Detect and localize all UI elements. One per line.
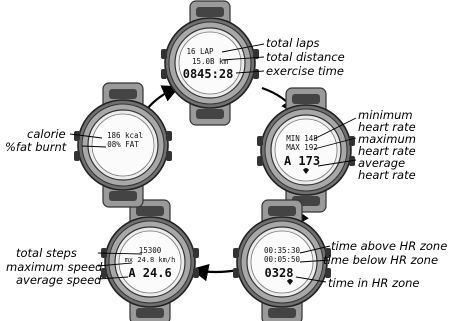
- label-min-heart-rate: heart rate: [358, 120, 416, 134]
- label-total-steps: total steps: [16, 246, 77, 260]
- bottom-left-line-3: A 24.6: [128, 266, 171, 280]
- watch-right: MIN 148 MAX 192 A 173: [256, 87, 356, 213]
- bottom-right-line-2: 00:05:50: [264, 255, 301, 264]
- label-maximum-speed: maximum speed: [6, 260, 103, 274]
- label-time-in-hr-zone: time in HR zone: [328, 276, 420, 290]
- bottom-left-line-1: 15300: [139, 246, 162, 255]
- label-avg-heart-rate: heart rate: [358, 168, 416, 182]
- label-max-heart-rate: heart rate: [358, 144, 416, 158]
- right-line-1: MIN 148: [286, 134, 318, 143]
- left-line-1: 186 kcal: [107, 131, 143, 140]
- right-line-2: MAX 192: [286, 143, 318, 152]
- arrow-bottom-right-to-bottom-left: [190, 263, 239, 282]
- watch-top: 16 LAP 15.0B km 0845:28: [160, 0, 260, 126]
- right-line-3: A 173: [284, 154, 320, 168]
- bottom-right-line-1: 00:35:30: [264, 246, 301, 255]
- watch-left: 186 kcal 08% FAT: [73, 82, 173, 208]
- label-average-speed: average speed: [16, 273, 102, 287]
- top-line-1: 16 LAP: [186, 47, 214, 56]
- heart-icon: [287, 279, 293, 285]
- label-maximum: maximum: [358, 132, 416, 146]
- watch-bottom-right: 00:35:30 00:05:50 0328: [232, 199, 332, 321]
- label-average: average: [358, 156, 406, 170]
- left-line-2: 08% FAT: [107, 140, 139, 149]
- label-minimum: minimum: [358, 108, 413, 122]
- watch-bottom-left: 15300 mx 24.8 km/h A 24.6: [100, 199, 200, 321]
- bottom-left-line-2: mx 24.8 km/h: [125, 256, 176, 264]
- label-time-below-hr-zone: time below HR zone: [323, 253, 439, 267]
- label-total-distance: total distance: [266, 50, 345, 64]
- label-time-above-hr-zone: time above HR zone: [331, 239, 448, 253]
- label-calorie: calorie: [27, 127, 66, 141]
- label-fat-burnt: %fat burnt: [5, 140, 67, 154]
- top-line-3: 0845:28: [183, 67, 234, 81]
- label-exercise-time: exercise time: [266, 64, 344, 78]
- leader-lines: [69, 43, 357, 283]
- arrow-left-to-top: [147, 85, 181, 109]
- heart-icon: [303, 168, 309, 174]
- label-total-laps: total laps: [266, 36, 320, 50]
- top-line-2: 15.0B km: [192, 57, 229, 66]
- bottom-right-line-3: 0328: [265, 266, 294, 280]
